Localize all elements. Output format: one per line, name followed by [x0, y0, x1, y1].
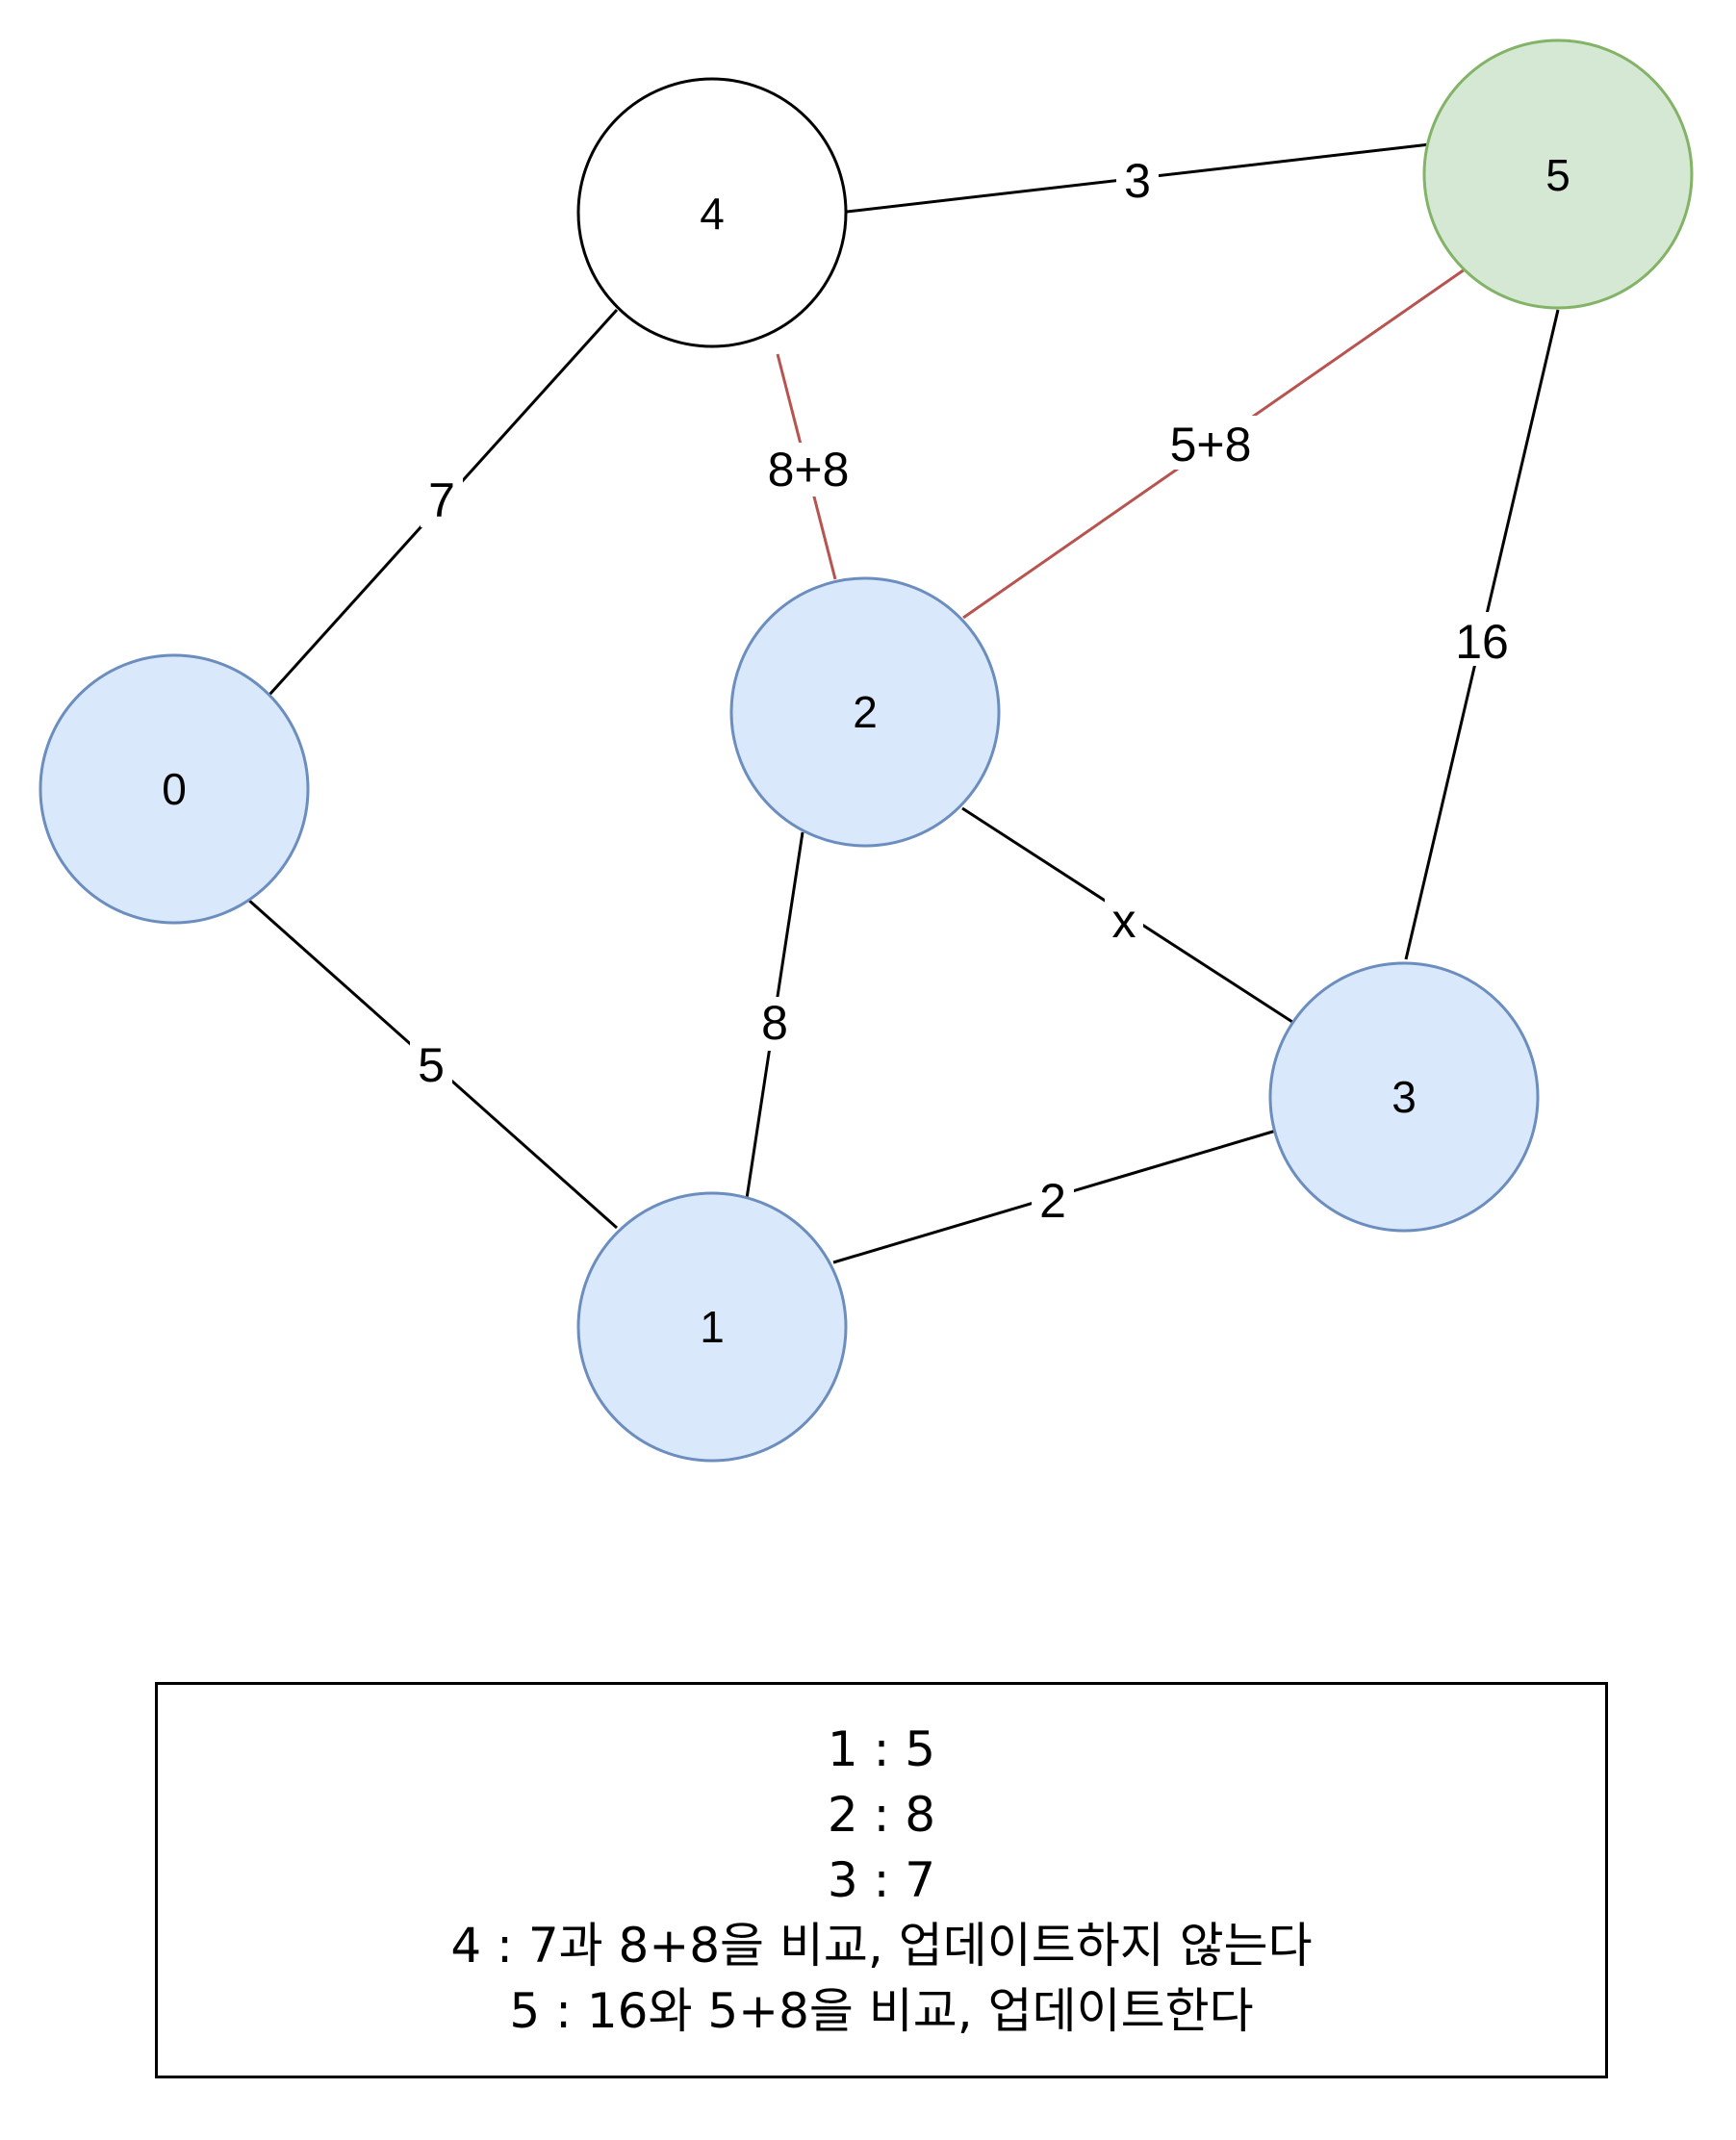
edge-label-2-5: 5+8	[1153, 416, 1268, 471]
edge-label-5-3: 16	[1443, 612, 1520, 669]
summary-line-2: 2 : 8	[827, 1787, 936, 1843]
svg-text:4: 4	[700, 189, 725, 239]
node-2: 2	[729, 576, 1001, 848]
svg-text:5+8: 5+8	[1170, 418, 1252, 471]
svg-text:1: 1	[700, 1302, 725, 1352]
node-0: 0	[38, 653, 310, 925]
node-1: 1	[576, 1191, 848, 1463]
svg-text:8: 8	[761, 996, 788, 1050]
svg-text:x: x	[1112, 894, 1136, 948]
svg-text:3: 3	[1391, 1072, 1417, 1122]
svg-text:0: 0	[162, 764, 187, 814]
graph-diagram: 3 7 8+8 5+8 16 x 5 8 2 0 1 2	[38, 38, 1694, 1463]
summary-line-4: 4 : 7과 8+8을 비교, 업데이트하지 않는다	[450, 1918, 1313, 1974]
svg-text:5: 5	[418, 1038, 445, 1092]
node-5: 5	[1422, 38, 1694, 310]
edge-label-2-1: 8	[753, 996, 796, 1051]
svg-text:2: 2	[1039, 1174, 1066, 1228]
svg-text:5: 5	[1545, 150, 1570, 200]
edge-label-4-2: 8+8	[751, 443, 866, 497]
svg-text:3: 3	[1124, 154, 1151, 208]
edge-label-2-3: x	[1105, 893, 1143, 948]
summary-line-5: 5 : 16와 5+8을 비교, 업데이트한다	[509, 1983, 1254, 2039]
summary-line-3: 3 : 7	[827, 1852, 936, 1908]
edge-label-4-5: 3	[1116, 154, 1159, 208]
edge-label-0-1: 5	[410, 1037, 452, 1092]
edge-label-0-4: 7	[421, 473, 463, 527]
node-4: 4	[576, 77, 848, 348]
summary-line-1: 1 : 5	[827, 1721, 936, 1777]
distance-summary-box: 1 : 5 2 : 8 3 : 7 4 : 7과 8+8을 비교, 업데이트하지…	[155, 1682, 1608, 2078]
svg-text:16: 16	[1455, 615, 1509, 669]
edge-label-1-3: 2	[1032, 1174, 1074, 1228]
svg-text:2: 2	[853, 687, 878, 737]
svg-text:7: 7	[428, 473, 455, 527]
node-3: 3	[1268, 961, 1540, 1233]
svg-text:8+8: 8+8	[768, 443, 850, 497]
